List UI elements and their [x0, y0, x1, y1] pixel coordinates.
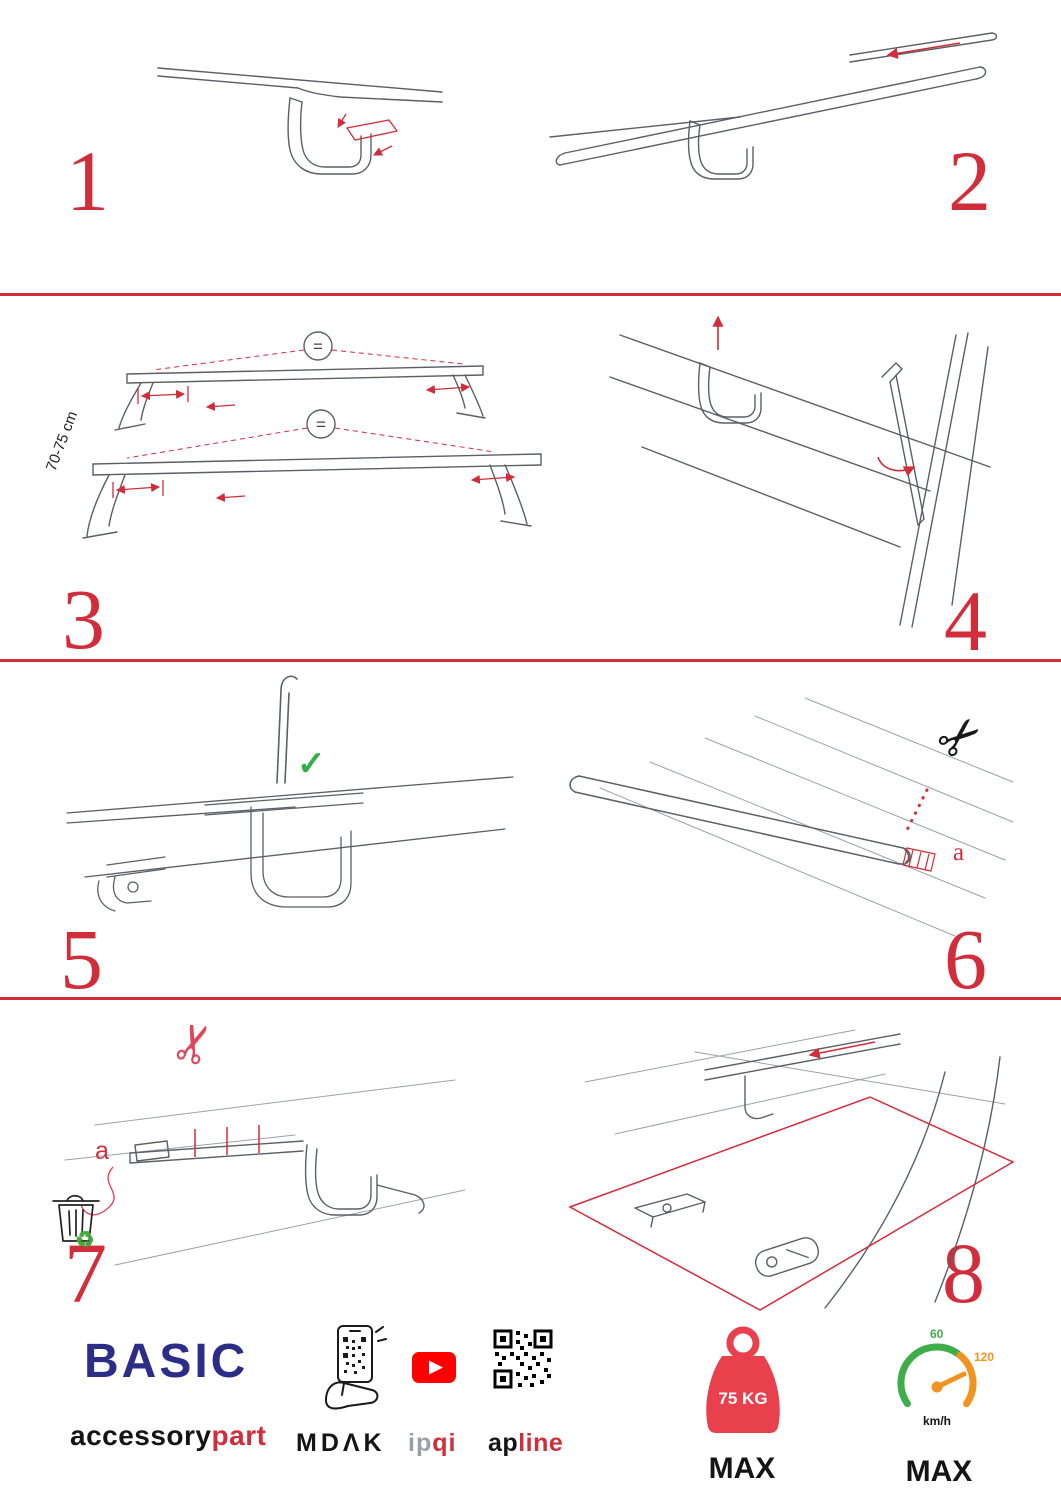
brand-logo-basic: BASIC — [84, 1335, 249, 1388]
check-icon: ✓ — [297, 745, 326, 783]
step8-illustration — [568, 1029, 1015, 1311]
scissors-icon-red: ✂ — [159, 1025, 230, 1074]
max-weight-icon: 75 KG — [706, 1326, 780, 1433]
logo-apline: apline — [488, 1429, 563, 1458]
logo-ipqi-red: qi — [432, 1429, 457, 1457]
max-speed-label: MAX — [905, 1455, 973, 1488]
youtube-icon — [412, 1352, 456, 1383]
trash-bin-icon — [52, 1194, 100, 1242]
cut-part-label-a: a — [953, 839, 964, 866]
step2-illustration — [549, 32, 998, 180]
step1-illustration — [157, 67, 443, 175]
logo-ipqi-gray: ip — [408, 1429, 433, 1457]
step-number-8: 8 — [942, 1225, 985, 1321]
crossbar-distance-label: 70-75 cm — [43, 409, 81, 473]
separator-line-3 — [0, 997, 1061, 1000]
step-number-2: 2 — [948, 133, 991, 229]
phone-qr-scan-icon — [325, 1325, 387, 1410]
step-number-1: 1 — [66, 133, 109, 229]
step-number-3: 3 — [62, 571, 105, 667]
separator-line-2 — [0, 659, 1061, 662]
speed-unit-label: km/h — [923, 1414, 951, 1428]
step3-illustration: = = 70-75 cm — [43, 331, 542, 539]
separator-line-1 — [0, 293, 1061, 296]
brand-sub-red: part — [211, 1420, 267, 1451]
qr-code-icon — [493, 1329, 553, 1389]
logo-mdak: MDΛK — [296, 1429, 386, 1457]
logo-apline-red: line — [518, 1429, 564, 1457]
step4-illustration — [609, 315, 991, 628]
phone-qr-pattern — [343, 1337, 366, 1374]
brand-sub-black: accessory — [70, 1420, 212, 1451]
brand-logo-accessorypart: accessorypart — [70, 1420, 266, 1452]
step-number-4: 4 — [944, 573, 987, 669]
logo-apline-black: ap — [488, 1429, 519, 1457]
cut-part-label-a: a — [95, 1137, 109, 1165]
logo-ipqi: ipqi — [408, 1429, 456, 1458]
speed-low-label: 60 — [930, 1327, 944, 1341]
step-number-5: 5 — [60, 911, 103, 1007]
step7-illustration: ✂ a ♻ — [52, 1025, 466, 1266]
step5-illustration: ✓ — [66, 675, 514, 912]
equal-spacing-symbol-rear: = — [313, 337, 323, 356]
step-number-7: 7 — [64, 1225, 107, 1321]
scissors-icon: ✂ — [925, 702, 996, 774]
equal-spacing-symbol-front: = — [316, 415, 326, 434]
max-weight-value: 75 KG — [718, 1389, 767, 1408]
step-number-6: 6 — [944, 911, 987, 1007]
max-weight-label: MAX — [708, 1452, 776, 1485]
recycle-icon: ♻ — [75, 1227, 95, 1252]
step6-illustration: ✂ a — [569, 697, 1014, 937]
max-speed-icon: 60 120 km/h — [897, 1327, 994, 1428]
speed-high-label: 120 — [974, 1350, 994, 1364]
